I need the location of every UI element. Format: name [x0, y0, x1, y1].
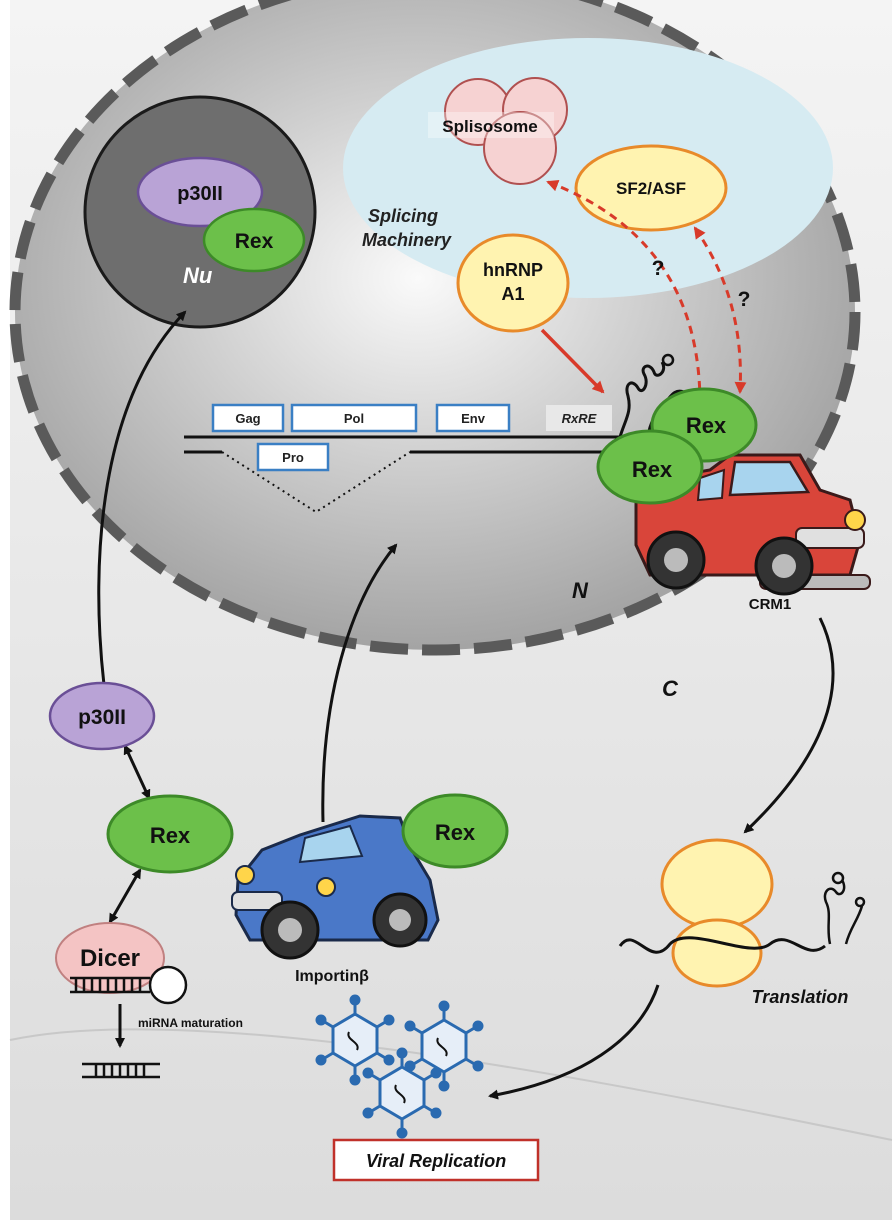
pro-gene-box — [256, 442, 330, 472]
spliceosome-label: Splisosome — [442, 117, 537, 136]
mirna-maturation-label: miRNA maturation — [138, 1016, 243, 1030]
p30-import-arrow — [97, 310, 187, 686]
env-gene-label: Env — [461, 411, 486, 426]
gag-gene-box — [211, 403, 285, 433]
hnrnp-label-line2: A1 — [501, 284, 524, 304]
question-mark-1: ? — [652, 257, 665, 280]
rxre-box — [546, 405, 612, 431]
sf2-asf-label: SF2/ASF — [616, 179, 686, 198]
rex-export-top-label: Rex — [686, 413, 727, 438]
rna-stemloop-icon — [823, 871, 866, 945]
nucleolus-label: Nu — [183, 263, 213, 288]
cell-shading-line — [9, 1028, 892, 1141]
splicing-title-line1: Splicing — [368, 206, 438, 226]
pol-gene-label: Pol — [344, 411, 364, 426]
truck-importin-icon — [231, 814, 440, 960]
sf2-rex-dashed-arrow — [693, 226, 747, 394]
gag-gene-label: Gag — [235, 411, 260, 426]
hnrnp-a1-oval — [456, 233, 570, 333]
rxre-label: RxRE — [562, 411, 597, 426]
splice-junction — [221, 451, 411, 514]
rex-export-bottom-label: Rex — [632, 457, 673, 482]
viral-replication-label: Viral Replication — [366, 1151, 506, 1171]
pol-gene-box — [290, 403, 418, 433]
p30-rex-interaction-arrow — [123, 744, 151, 800]
rex-dicer-interaction-arrow — [108, 868, 142, 924]
rex-import-label: Rex — [435, 820, 476, 845]
importin-import-arrow — [321, 543, 398, 823]
rex-export-bottom-oval — [596, 429, 704, 505]
rex-cytoplasm-label: Rex — [150, 823, 191, 848]
question-mark-2: ? — [738, 288, 751, 311]
rex-nucleolus-label: Rex — [235, 230, 274, 253]
spliceosome-rex-dashed-arrow — [546, 179, 706, 406]
p30-cytoplasm-oval — [48, 681, 156, 751]
rex-cytoplasm-oval — [106, 794, 234, 874]
nuclear-envelope — [9, 0, 861, 656]
splicing-title-line2: Machinery — [362, 230, 452, 250]
mrna-strand — [618, 936, 826, 954]
spliceosome-label-bg — [428, 112, 554, 138]
hnrnp-label-line1: hnRNP — [483, 260, 543, 280]
mature-mirna-icon — [82, 1062, 160, 1079]
pre-mirna-hairpin-icon — [70, 965, 188, 1005]
nucleus-label: N — [572, 578, 589, 603]
p30-nucleolus-oval — [136, 156, 264, 228]
p30-cytoplasm-label: p30II — [78, 706, 126, 729]
pro-gene-label: Pro — [282, 450, 304, 465]
rex-import-oval — [401, 793, 509, 869]
ribosome-icon — [660, 838, 774, 988]
cytoplasm-label: C — [662, 676, 679, 701]
crm1-label: CRM1 — [749, 596, 792, 613]
spliceosome-icon — [444, 77, 568, 185]
dicer-label: Dicer — [80, 945, 140, 972]
export-to-translation-arrow — [743, 617, 835, 834]
rex-nucleolus-oval — [202, 207, 306, 273]
p30-nucleolus-label: p30II — [177, 183, 223, 205]
env-gene-box — [435, 403, 511, 433]
importin-label: Importinβ — [295, 968, 369, 985]
translation-label: Translation — [752, 987, 849, 1007]
viral-replication-box — [332, 1138, 540, 1182]
virus-icon — [315, 994, 484, 1139]
translation-to-replication-arrow — [488, 984, 660, 1100]
